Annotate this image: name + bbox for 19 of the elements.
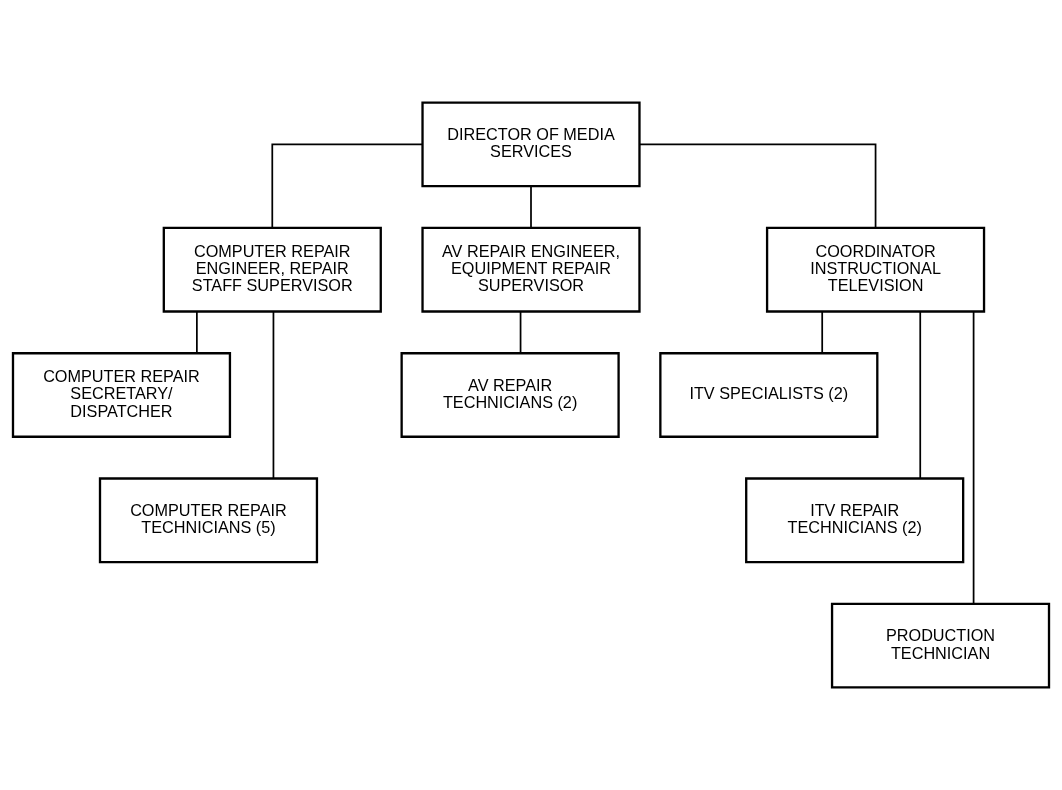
node-box: COMPUTER REPAIR TECHNICIANS (5) (98, 477, 319, 564)
node-box: AV REPAIR TECHNICIANS (2) (400, 352, 620, 438)
node-box: COORDINATOR INSTRUCTIONAL TELEVISION (765, 226, 986, 313)
node-box: PRODUCTION TECHNICIAN (830, 602, 1051, 689)
node-box: COMPUTER REPAIR ENGINEER, REPAIR STAFF SUPERVISOR (162, 226, 382, 313)
connector (519, 310, 522, 354)
connector (638, 143, 877, 229)
node-box: ITV SPECIALISTS (2) (659, 352, 879, 438)
connector (821, 310, 824, 354)
connector (972, 310, 975, 605)
node-box: DIRECTOR OF MEDIA SERVICES (421, 101, 641, 188)
connector (530, 185, 532, 229)
connector (271, 143, 424, 229)
node-box: AV REPAIR ENGINEER, EQUIPMENT REPAIR SUPERVISOR (421, 226, 641, 313)
node-box: ITV REPAIR TECHNICIANS (2) (745, 477, 965, 564)
connector (272, 310, 275, 480)
connector (196, 310, 198, 354)
node-box: COMPUTER REPAIR SECRETARY/ DISPATCHER (11, 352, 232, 438)
connector (919, 310, 922, 480)
